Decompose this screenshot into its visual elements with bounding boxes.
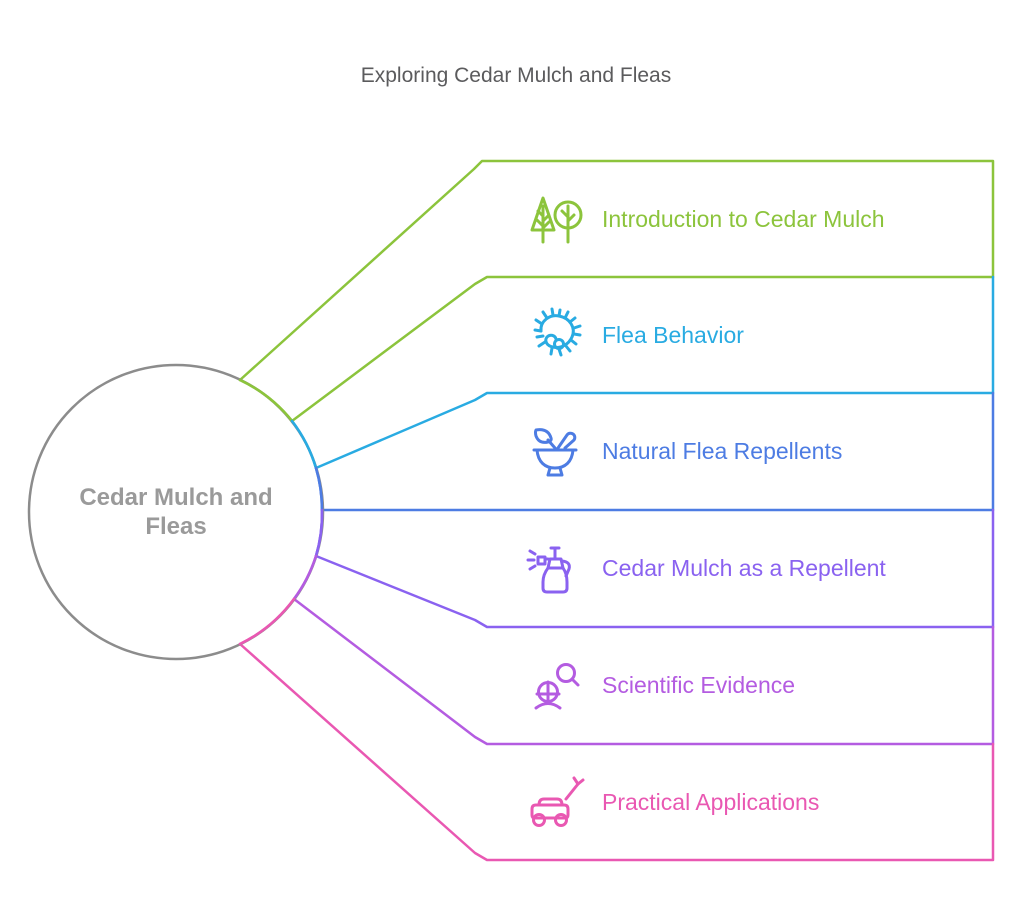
page-title: Exploring Cedar Mulch and Fleas: [361, 64, 672, 87]
branch-outline: [238, 642, 995, 862]
spray-bottle-icon: [526, 546, 571, 594]
branch-flea-behavior: Flea Behavior: [290, 275, 995, 470]
branch-outline: [314, 508, 995, 629]
branch-outline: [314, 275, 995, 470]
central-label-line2: Fleas: [145, 513, 206, 540]
branch-introduction-to-cedar-mulch: Introduction to Cedar Mulch: [238, 159, 995, 423]
central-node: Cedar Mulch and Fleas: [27, 363, 325, 661]
arc-overlay-4: [314, 508, 324, 558]
branch-outline: [292, 597, 995, 746]
lawn-mower-icon: [530, 776, 585, 827]
mortar-pestle-icon: [532, 428, 578, 477]
flea-icon: [533, 307, 582, 357]
branch-label: Introduction to Cedar Mulch: [602, 206, 885, 232]
scientist-magnifier-icon: [534, 663, 580, 710]
central-label-line1: Cedar Mulch and: [79, 484, 272, 511]
branch-label: Practical Applications: [602, 789, 819, 815]
branch-label: Flea Behavior: [602, 322, 744, 348]
branch-label: Scientific Evidence: [602, 672, 795, 698]
arc-overlay-2: [290, 419, 318, 470]
branch-cedar-mulch-as-a-repellent: Cedar Mulch as a Repellent: [314, 508, 995, 629]
branch-natural-flea-repellents: Natural Flea Repellents: [314, 391, 995, 512]
branch-outline: [238, 159, 995, 423]
arc-overlay-6: [238, 597, 296, 646]
branch-scientific-evidence: Scientific Evidence: [292, 554, 995, 746]
branch-label: Cedar Mulch as a Repellent: [602, 555, 886, 581]
arc-overlay-1: [238, 378, 294, 423]
trees-icon: [530, 196, 583, 244]
branch-practical-applications: Practical Applications: [238, 597, 995, 862]
arc-overlay-3: [314, 466, 324, 512]
arc-overlay-5: [292, 554, 318, 601]
branch-label: Natural Flea Repellents: [602, 438, 842, 464]
